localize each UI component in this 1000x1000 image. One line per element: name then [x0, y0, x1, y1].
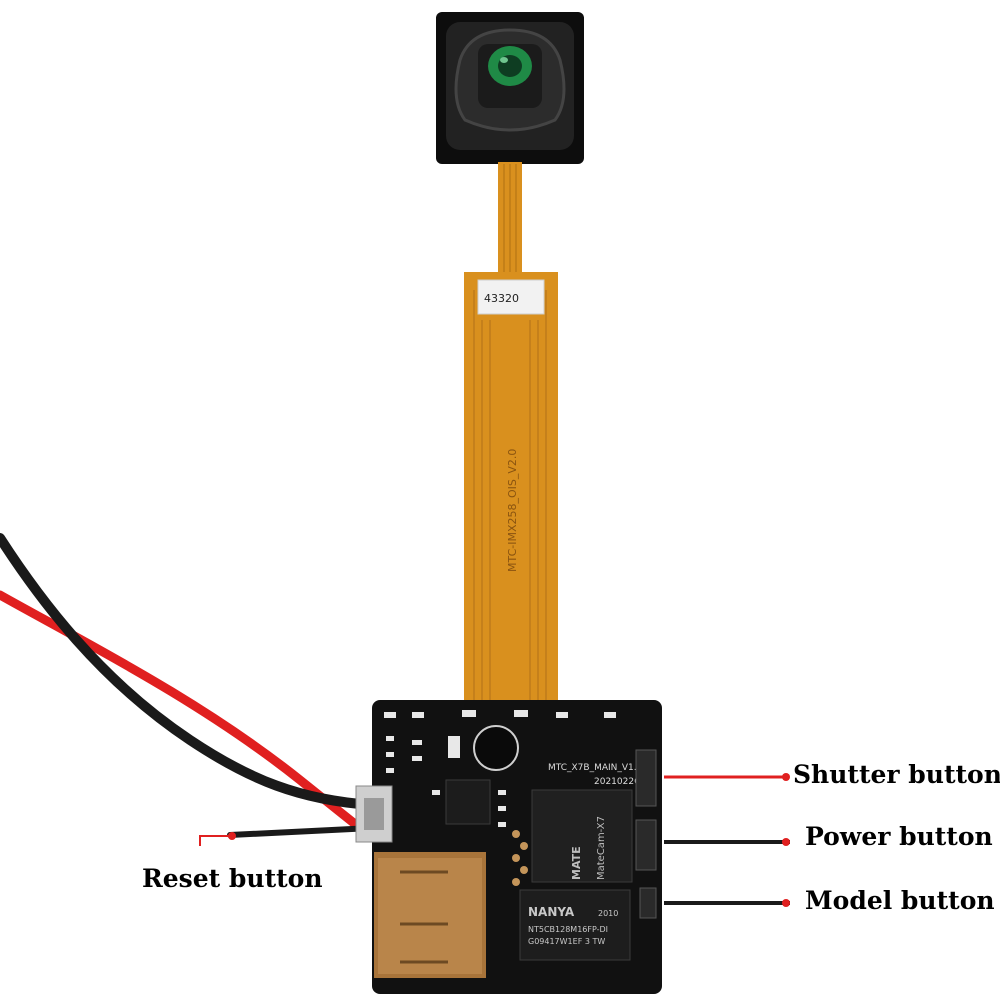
shutter-button-label: Shutter button	[793, 760, 1000, 789]
soc-chip: MATE MateCam-X7	[531, 789, 633, 883]
soc-brand: MATE	[570, 846, 583, 880]
ram-chip: NANYA 2010 NT5CB128M16FP-DI G09417W1EF 3…	[519, 889, 631, 961]
model-button-label: Model button	[805, 886, 995, 915]
reset-callout-line	[199, 832, 236, 846]
serial-sticker	[477, 279, 545, 315]
buzzer-component	[473, 725, 519, 771]
small-ic-chip	[445, 779, 491, 825]
reset-button-label: Reset button	[142, 864, 323, 893]
sd-card	[374, 852, 486, 978]
camera-sensor-module	[436, 12, 584, 164]
model-callout-line	[664, 899, 790, 907]
main-flex-cable: 43320 MTC-IMX258_OIS_V2.0	[464, 272, 558, 704]
ram-brand: NANYA	[528, 905, 575, 919]
sensor-flex-ribbon	[498, 162, 522, 280]
ram-part: NT5CB128M16FP-DI	[528, 925, 608, 934]
serial-sticker-text: 43320	[484, 292, 519, 305]
power-button-label: Power button	[805, 822, 993, 851]
board-date-code: 20210226	[594, 777, 640, 787]
board-marking: MTC_X7B_MAIN_V1.0	[548, 763, 643, 773]
power-lead-wires	[0, 533, 377, 838]
ram-lot: G09417W1EF 3 TW	[528, 937, 605, 946]
shutter-callout-line	[664, 773, 790, 781]
ram-year: 2010	[598, 909, 618, 918]
flex-cable-marking: MTC-IMX258_OIS_V2.0	[506, 449, 519, 572]
soc-model: MateCam-X7	[596, 816, 607, 880]
power-callout-line	[664, 838, 790, 846]
